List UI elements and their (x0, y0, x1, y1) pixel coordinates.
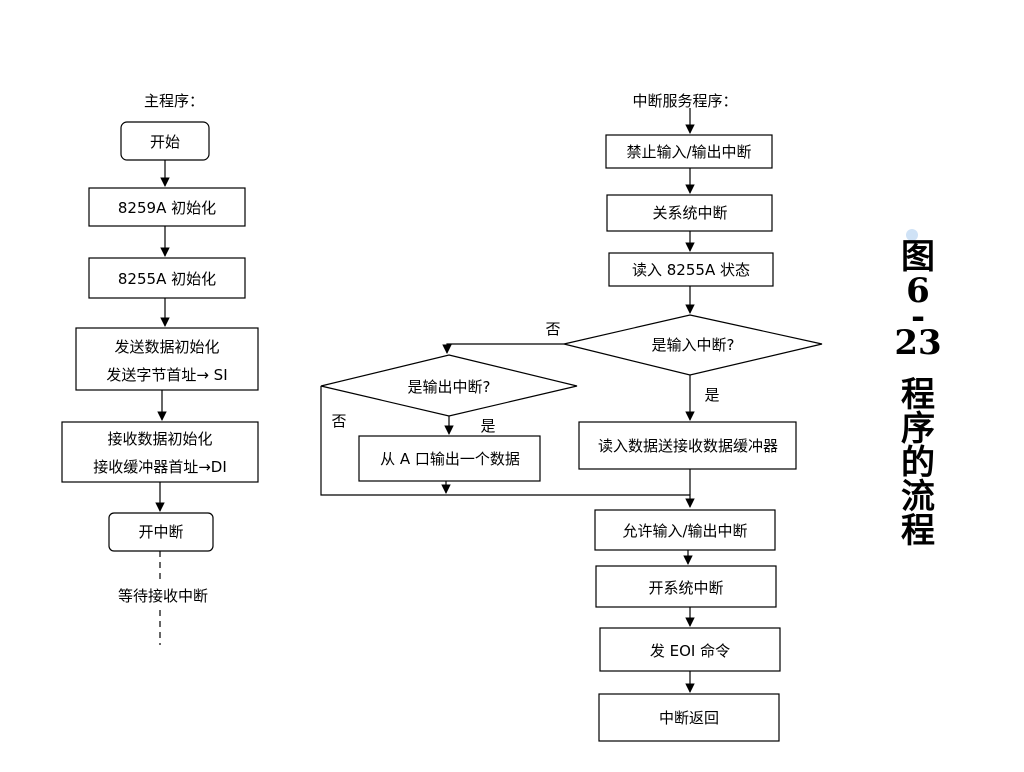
return-label: 中断返回 (659, 709, 719, 727)
start-label: 开始 (150, 133, 180, 151)
read-status-label: 读入 8255A 状态 (632, 261, 750, 279)
send-init-line1: 发送数据初始化 (114, 338, 219, 356)
main-program-title: 主程序： (144, 92, 204, 110)
is-output-decision: 是输出中断? (320, 354, 578, 417)
is-input-label: 是输入中断? (652, 336, 735, 354)
recv-init-box: 接收数据初始化 接收缓冲器首址→DI (61, 421, 259, 483)
send-eoi-box: 发 EOI 命令 (599, 627, 781, 672)
isr-title: 中断服务程序： (632, 92, 737, 110)
init-8259-label: 8259A 初始化 (118, 199, 216, 217)
enable-sys-label: 开系统中断 (648, 579, 723, 597)
enable-int-label: 开中断 (138, 523, 183, 541)
caption-char: 程 (901, 375, 935, 415)
send-eoi-label: 发 EOI 命令 (650, 642, 730, 660)
caption-char: 图 (901, 237, 935, 277)
recv-init-line2: 接收缓冲器首址→DI (93, 458, 227, 476)
recv-init-line1: 接收数据初始化 (107, 430, 212, 448)
is-output-label: 是输出中断? (408, 378, 491, 396)
disable-sys-box: 关系统中断 (606, 194, 773, 232)
output-yes-label: 是 (480, 417, 495, 435)
init-8255-label: 8255A 初始化 (118, 270, 216, 288)
disable-io-label: 禁止输入/输出中断 (626, 143, 751, 161)
enable-int-box: 开中断 (108, 512, 214, 552)
send-init-box: 发送数据初始化 发送字节首址→ SI (75, 327, 259, 391)
output-a-box: 从 A 口输出一个数据 (358, 435, 541, 482)
arrow-input-no (442, 343, 564, 354)
is-input-decision: 是输入中断? (563, 314, 823, 376)
enable-sys-box: 开系统中断 (595, 565, 777, 608)
caption-char: 6 (906, 271, 930, 311)
send-init-line2: 发送字节首址→ SI (106, 366, 227, 384)
caption-char: - (910, 297, 926, 337)
output-no-label: 否 (331, 412, 346, 430)
arrow-merge (448, 494, 695, 508)
read-data-box: 读入数据送接收数据缓冲器 (578, 421, 797, 470)
read-data-label: 读入数据送接收数据缓冲器 (598, 437, 778, 455)
decorative-dot (906, 229, 918, 241)
output-a-label: 从 A 口输出一个数据 (380, 450, 520, 468)
read-status-box: 读入 8255A 状态 (608, 252, 774, 287)
disable-io-box: 禁止输入/输出中断 (605, 134, 773, 169)
init-8259-box: 8259A 初始化 (88, 187, 246, 227)
input-no-label: 否 (545, 320, 560, 338)
input-yes-label: 是 (704, 386, 719, 404)
caption-char: 的 (901, 443, 935, 483)
wait-label: 等待接收中断 (118, 587, 208, 605)
caption-char: 程 (901, 511, 935, 551)
allow-io-label: 允许输入/输出中断 (622, 522, 747, 540)
return-box: 中断返回 (598, 693, 780, 742)
caption-char: 流 (901, 477, 935, 517)
line-output-no (320, 386, 448, 496)
init-8255-box: 8255A 初始化 (88, 257, 246, 299)
allow-io-box: 允许输入/输出中断 (594, 509, 776, 551)
caption-char: 序 (901, 409, 935, 449)
disable-sys-label: 关系统中断 (652, 204, 727, 222)
caption-char: 23 (894, 323, 942, 363)
start-node: 开始 (120, 121, 210, 161)
figure-caption: 图 6 - 23 程 序 的 流 程 (893, 240, 943, 548)
